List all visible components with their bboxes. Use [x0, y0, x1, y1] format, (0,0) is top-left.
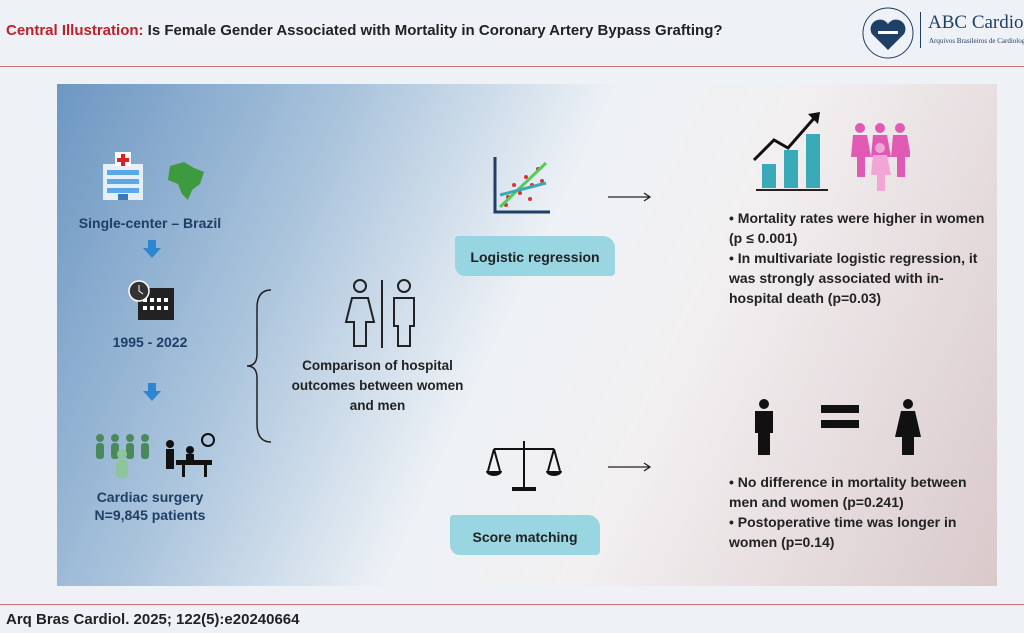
arrow-down-icon	[143, 240, 161, 263]
period-label: 1995 - 2022	[112, 334, 188, 350]
scatter-plot-icon	[492, 155, 552, 220]
balance-scale-icon	[486, 437, 562, 498]
patients-group-icon	[92, 432, 152, 483]
rising-bar-chart-icon	[752, 108, 830, 197]
site-label: Single-center – Brazil	[78, 215, 222, 231]
result-item: • Mortality rates were higher in women (…	[729, 210, 985, 246]
arrow-right-icon	[608, 189, 653, 207]
woman-icon	[894, 398, 922, 461]
regression-results: • Mortality rates were higher in women (…	[729, 208, 991, 308]
surgery-icon	[162, 432, 217, 483]
arrow-down-icon	[143, 383, 161, 406]
page-title: Central Illustration: Is Female Gender A…	[6, 22, 723, 39]
method-score-matching: Score matching	[472, 529, 578, 545]
citation: Arq Bras Cardiol. 2025; 122(5):e20240664	[6, 611, 300, 628]
header-divider	[0, 66, 1024, 67]
calendar-clock-icon	[128, 280, 176, 327]
women-group-icon	[850, 120, 911, 197]
hospital-icon	[95, 150, 150, 207]
woman-man-icon	[342, 278, 422, 355]
comparison-label: Comparison of hospital outcomes between …	[291, 358, 464, 413]
method-logistic-regression: Logistic regression	[470, 249, 600, 265]
sbc-seal-logo	[858, 6, 918, 65]
population-line-2: N=9,845 patients	[94, 507, 206, 523]
result-item: • No difference in mortality between men…	[729, 474, 967, 510]
illustration-panel	[57, 84, 997, 586]
result-item: • In multivariate logistic regression, i…	[729, 250, 978, 306]
population-line-1: Cardiac surgery	[96, 489, 204, 505]
journal-subtitle: Arquivos Brasileiros de Cardiologia	[929, 37, 1024, 45]
result-item: • Postoperative time was longer in women…	[729, 514, 957, 550]
equals-icon	[821, 405, 861, 434]
brazil-map-icon	[162, 158, 207, 208]
logo-divider	[920, 12, 921, 48]
footer-divider	[0, 604, 1024, 605]
journal-name: ABC Cardiol	[928, 12, 1024, 33]
matching-results: • No difference in mortality between men…	[729, 472, 991, 552]
method-highlight	[455, 236, 615, 276]
arrow-right-icon	[608, 459, 653, 477]
curly-brace	[243, 288, 273, 449]
man-icon	[752, 398, 776, 461]
method-highlight	[450, 515, 600, 555]
